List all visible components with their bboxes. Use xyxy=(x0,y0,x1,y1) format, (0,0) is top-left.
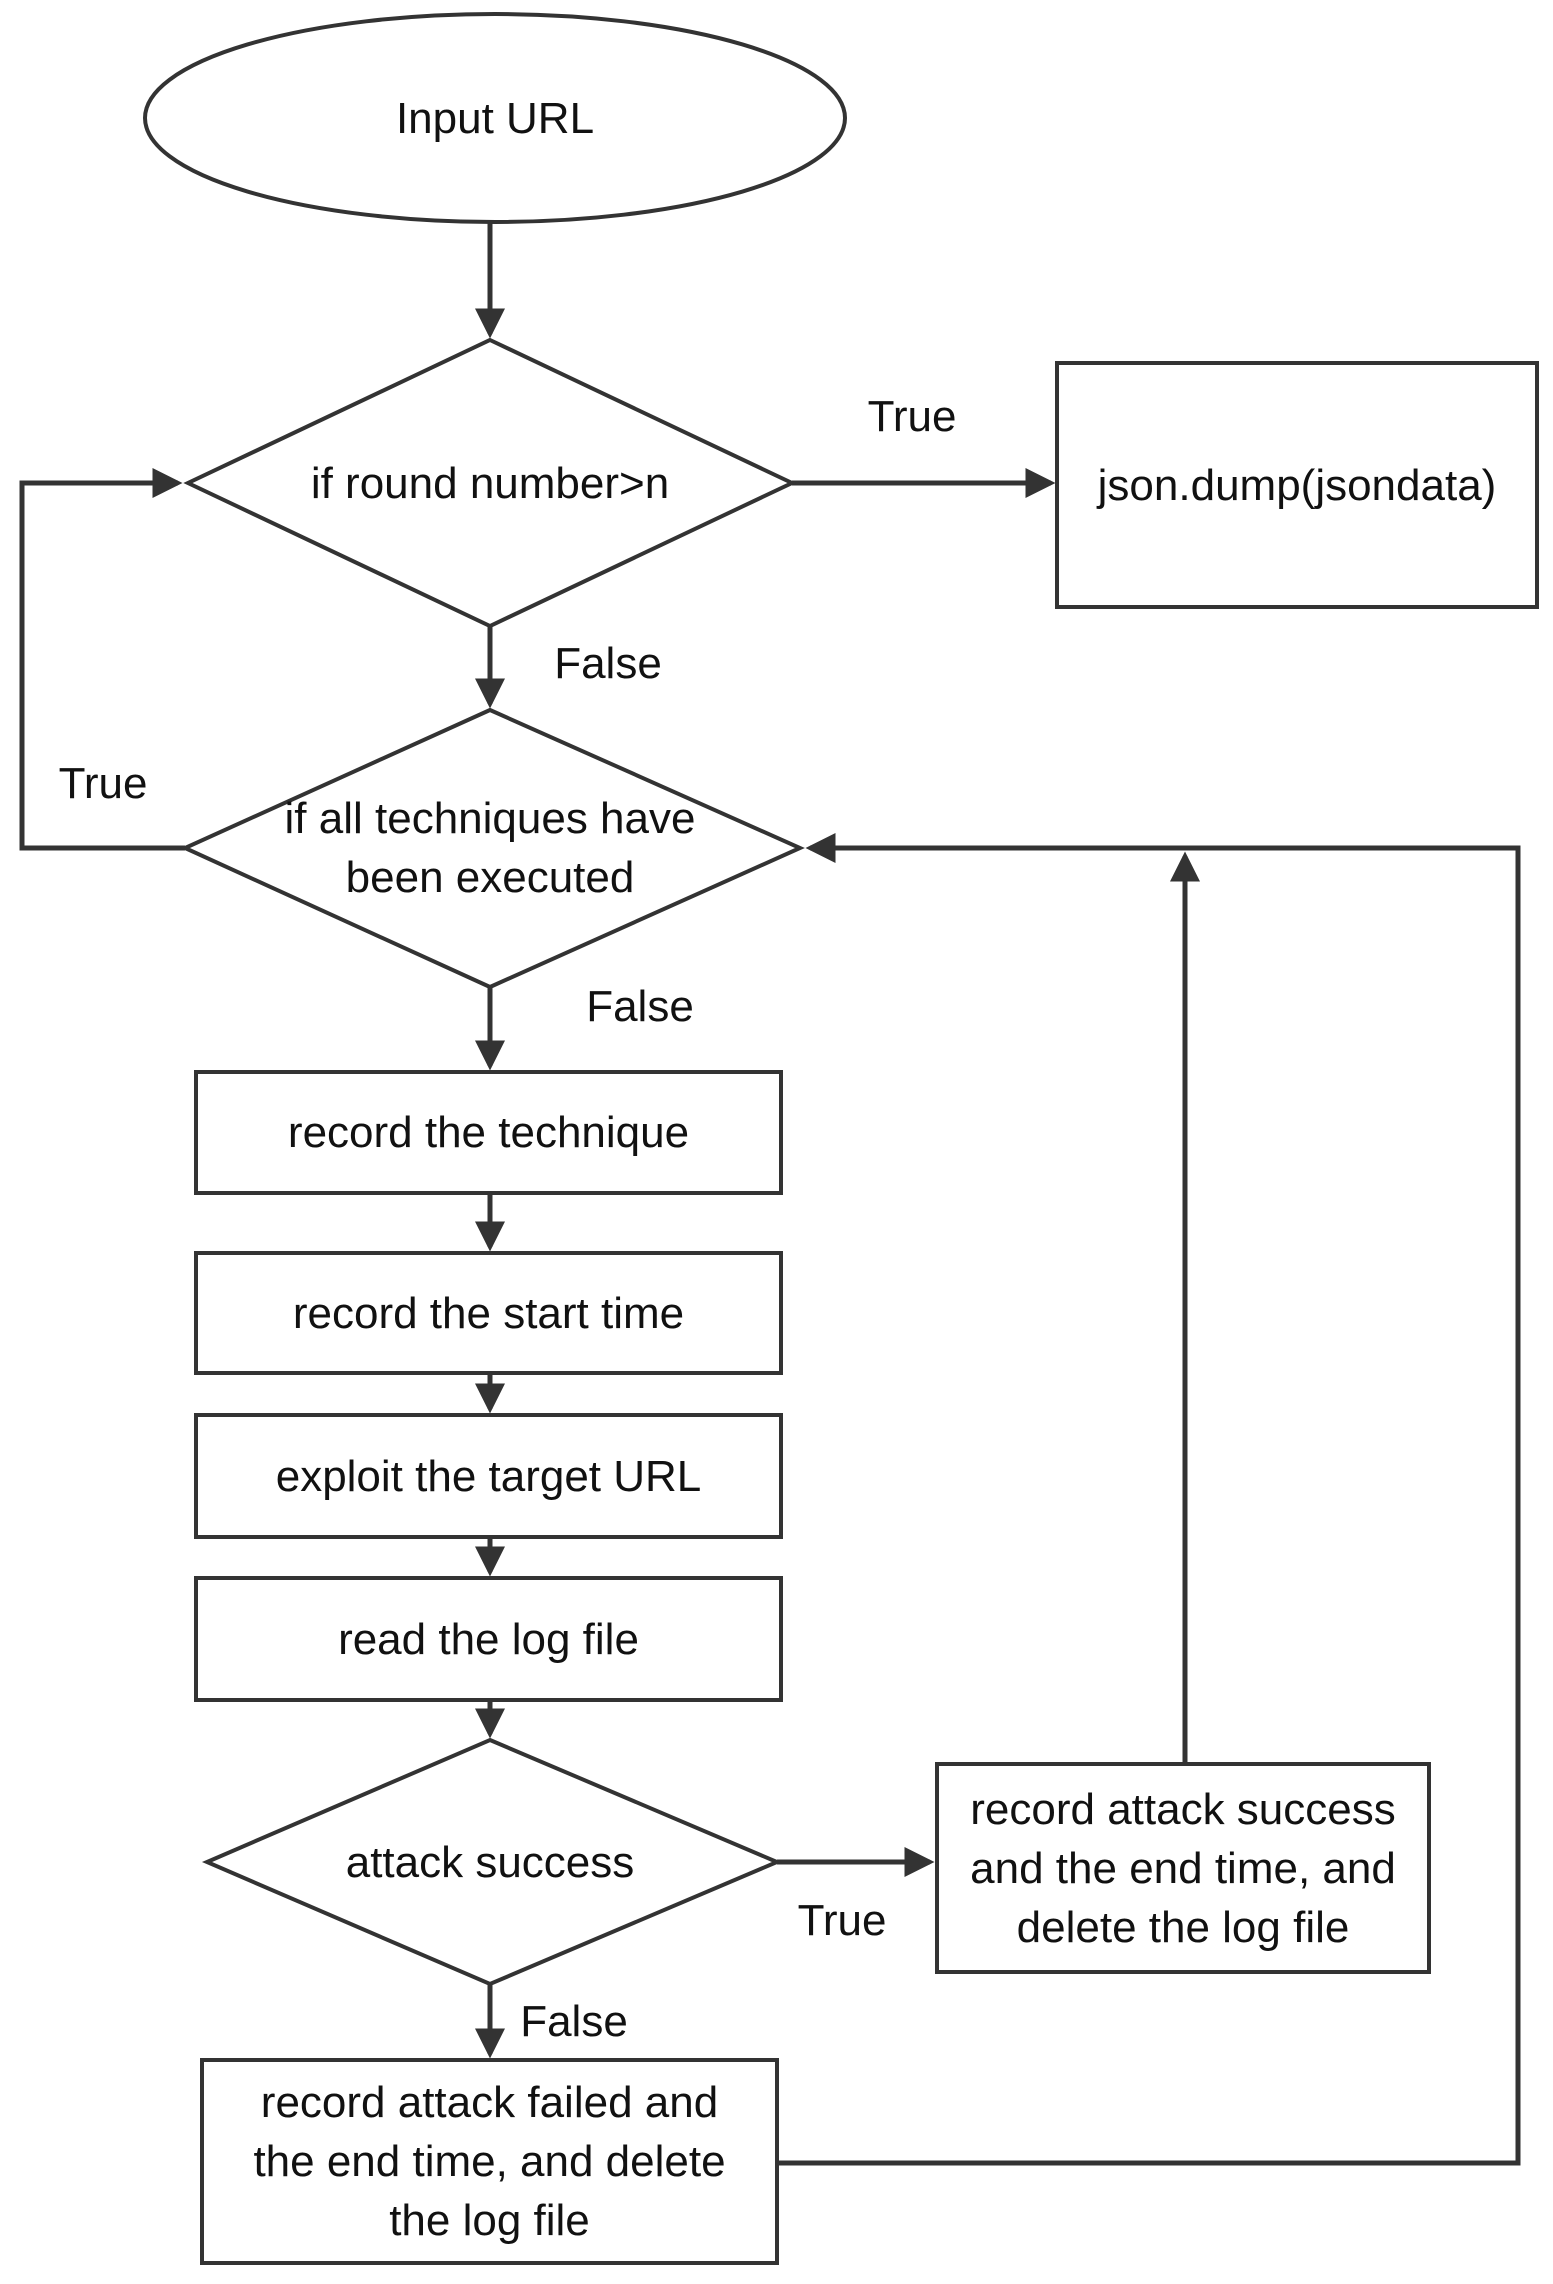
edge-label-round-true: True xyxy=(867,392,957,441)
node-label-record-success: record attack success and the end time, … xyxy=(970,1784,1396,1952)
read-log-box xyxy=(194,1576,783,1702)
record-start-time-box xyxy=(194,1251,783,1375)
node-label-techniques-check: if all techniques have been executed xyxy=(284,794,696,902)
attack-check-diamond xyxy=(201,1737,783,1987)
edge-label-attack-true: True xyxy=(797,1896,887,1945)
node-label-json-dump: json.dump(jsondata) xyxy=(1097,460,1497,510)
node-label-record-start-time: record the start time xyxy=(292,1288,685,1338)
edge-label-attack-false: False xyxy=(520,1997,628,2046)
techniques-check-diamond xyxy=(180,707,805,990)
exploit-target-box xyxy=(194,1413,783,1539)
record-failed-box xyxy=(200,2058,779,2265)
edge-label-round-false: False xyxy=(554,639,662,688)
node-label-round-check: if round number>n xyxy=(310,458,670,508)
record-success-box xyxy=(935,1762,1431,1974)
node-label-record-technique: record the technique xyxy=(287,1108,690,1157)
record-technique-box xyxy=(194,1070,783,1195)
json-dump-box xyxy=(1055,361,1539,609)
node-label-input-url: Input URL xyxy=(395,93,595,143)
start-ellipse xyxy=(143,12,847,224)
node-label-exploit-target: exploit the target URL xyxy=(275,1451,702,1501)
edge-record-failed-loop-to-techniques-check xyxy=(777,833,1521,2166)
round-check-diamond xyxy=(183,337,797,629)
edge-label-techniques-false: False xyxy=(586,982,694,1031)
node-label-record-failed: record attack failed and the end time, a… xyxy=(253,2078,726,2245)
node-label-attack-check: attack success xyxy=(345,1837,635,1887)
edge-label-techniques-true: True xyxy=(58,759,148,808)
node-label-read-log: read the log file xyxy=(338,1614,639,1664)
edge-techniques-true-loop-to-round-check xyxy=(19,468,185,851)
